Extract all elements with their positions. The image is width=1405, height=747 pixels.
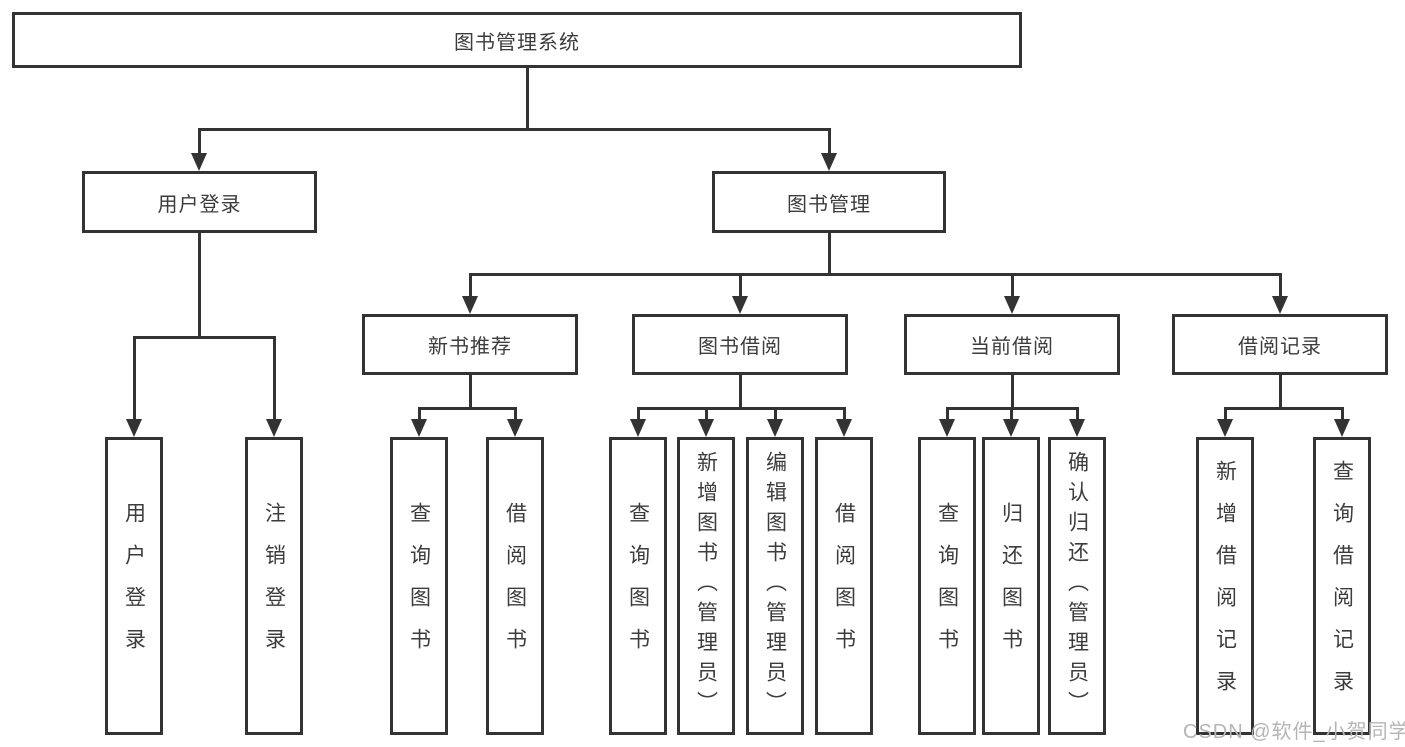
connector-vline <box>827 233 831 276</box>
arrow-down-icon <box>939 419 955 437</box>
leaf-label: 注销登录 <box>262 502 286 670</box>
connector-vline <box>1340 407 1344 421</box>
arrow-down-icon <box>126 419 142 437</box>
node-user-login: 用户登录 <box>82 171 317 233</box>
node-book-management: 图书管理 <box>712 171 946 233</box>
leaf-label: 借阅图书 <box>832 502 856 670</box>
connector-hline <box>132 336 276 339</box>
leaf-label: 查询图书 <box>407 502 431 670</box>
connector-vline <box>513 407 517 421</box>
leaf-label: 归还图书 <box>999 502 1023 670</box>
node-label: 用户登录 <box>157 193 242 216</box>
arrow-down-icon <box>191 153 207 171</box>
connector-vline <box>468 375 472 410</box>
leaf-confirm-return-admin: 确认归还（管理员） <box>1048 437 1106 735</box>
connector-vline <box>1223 407 1227 421</box>
node-label: 借阅记录 <box>1238 336 1322 358</box>
node-label: 图书管理系统 <box>454 31 580 54</box>
connector-vline <box>842 407 846 421</box>
connector-vline <box>827 128 831 156</box>
arrow-down-icon <box>698 419 714 437</box>
arrow-down-icon <box>266 419 282 437</box>
leaf-query-books-current: 查询图书 <box>918 437 976 735</box>
connector-vline <box>272 336 276 421</box>
watermark: CSDN @软件_小贺同学 <box>1183 721 1405 743</box>
leaf-borrow-books-recommend: 借阅图书 <box>486 437 544 735</box>
leaf-label: 用户登录 <box>122 502 146 670</box>
connector-vline <box>1075 407 1079 421</box>
arrow-down-icon <box>1003 419 1019 437</box>
arrow-down-icon <box>767 419 783 437</box>
arrow-down-icon <box>732 296 748 314</box>
connector-vline <box>198 233 201 339</box>
arrow-down-icon <box>1217 419 1233 437</box>
connector-vline <box>704 407 708 421</box>
connector-vline <box>525 68 529 131</box>
leaf-logout: 注销登录 <box>245 437 303 735</box>
leaf-borrow-books: 借阅图书 <box>815 437 873 735</box>
connector-vline <box>945 407 949 421</box>
leaf-label: 借阅图书 <box>503 502 527 670</box>
node-label: 当前借阅 <box>970 336 1054 358</box>
arrow-down-icon <box>1272 296 1288 314</box>
leaf-user-login: 用户登录 <box>105 437 163 735</box>
leaf-query-books-borrow: 查询图书 <box>609 437 667 735</box>
leaf-edit-books-admin: 编辑图书（管理员） <box>746 437 804 735</box>
arrow-down-icon <box>411 419 427 437</box>
connector-hline <box>197 128 831 131</box>
arrow-down-icon <box>1004 296 1020 314</box>
node-borrow-records: 借阅记录 <box>1172 314 1388 375</box>
leaf-label: 新增借阅记录 <box>1213 460 1237 712</box>
arrow-down-icon <box>1334 419 1350 437</box>
leaf-label: 查询图书 <box>626 502 650 670</box>
node-label: 图书借阅 <box>698 336 782 358</box>
arrow-down-icon <box>507 419 523 437</box>
leaf-query-borrow-record: 查询借阅记录 <box>1313 437 1371 735</box>
node-current-borrow: 当前借阅 <box>904 314 1120 375</box>
node-book-borrow: 图书借阅 <box>632 314 848 375</box>
leaf-add-books-admin: 新增图书（管理员） <box>677 437 735 735</box>
leaf-label: 确认归还（管理员） <box>1065 451 1089 721</box>
leaf-query-books-recommend: 查询图书 <box>390 437 448 735</box>
leaf-add-borrow-record: 新增借阅记录 <box>1196 437 1254 735</box>
arrow-down-icon <box>821 153 837 171</box>
connector-vline <box>1010 375 1014 410</box>
leaf-label: 查询借阅记录 <box>1330 460 1354 712</box>
connector-vline <box>1278 273 1282 298</box>
arrow-down-icon <box>630 419 646 437</box>
connector-vline <box>197 128 201 156</box>
connector-vline <box>1009 407 1013 421</box>
connector-hline <box>468 273 1282 276</box>
connector-vline <box>417 407 421 421</box>
node-label: 新书推荐 <box>428 336 512 358</box>
connector-vline <box>468 273 472 298</box>
arrow-down-icon <box>1069 419 1085 437</box>
connector-vline <box>773 407 777 421</box>
connector-hline <box>636 407 846 410</box>
node-label: 图书管理 <box>787 193 871 216</box>
leaf-label: 编辑图书（管理员） <box>763 451 787 721</box>
connector-vline <box>738 273 742 298</box>
connector-hline <box>417 407 517 410</box>
connector-vline <box>1010 273 1014 298</box>
arrow-down-icon <box>462 296 478 314</box>
connector-vline <box>738 375 742 410</box>
leaf-return-books: 归还图书 <box>982 437 1040 735</box>
connector-vline <box>132 336 136 421</box>
leaf-label: 新增图书（管理员） <box>694 451 718 721</box>
leaf-label: 查询图书 <box>935 502 959 670</box>
node-new-book-recommend: 新书推荐 <box>362 314 578 375</box>
connector-hline <box>1223 407 1344 410</box>
arrow-down-icon <box>836 419 852 437</box>
connector-vline <box>636 407 640 421</box>
node-root-library-system: 图书管理系统 <box>12 12 1022 68</box>
connector-vline <box>1278 375 1282 410</box>
